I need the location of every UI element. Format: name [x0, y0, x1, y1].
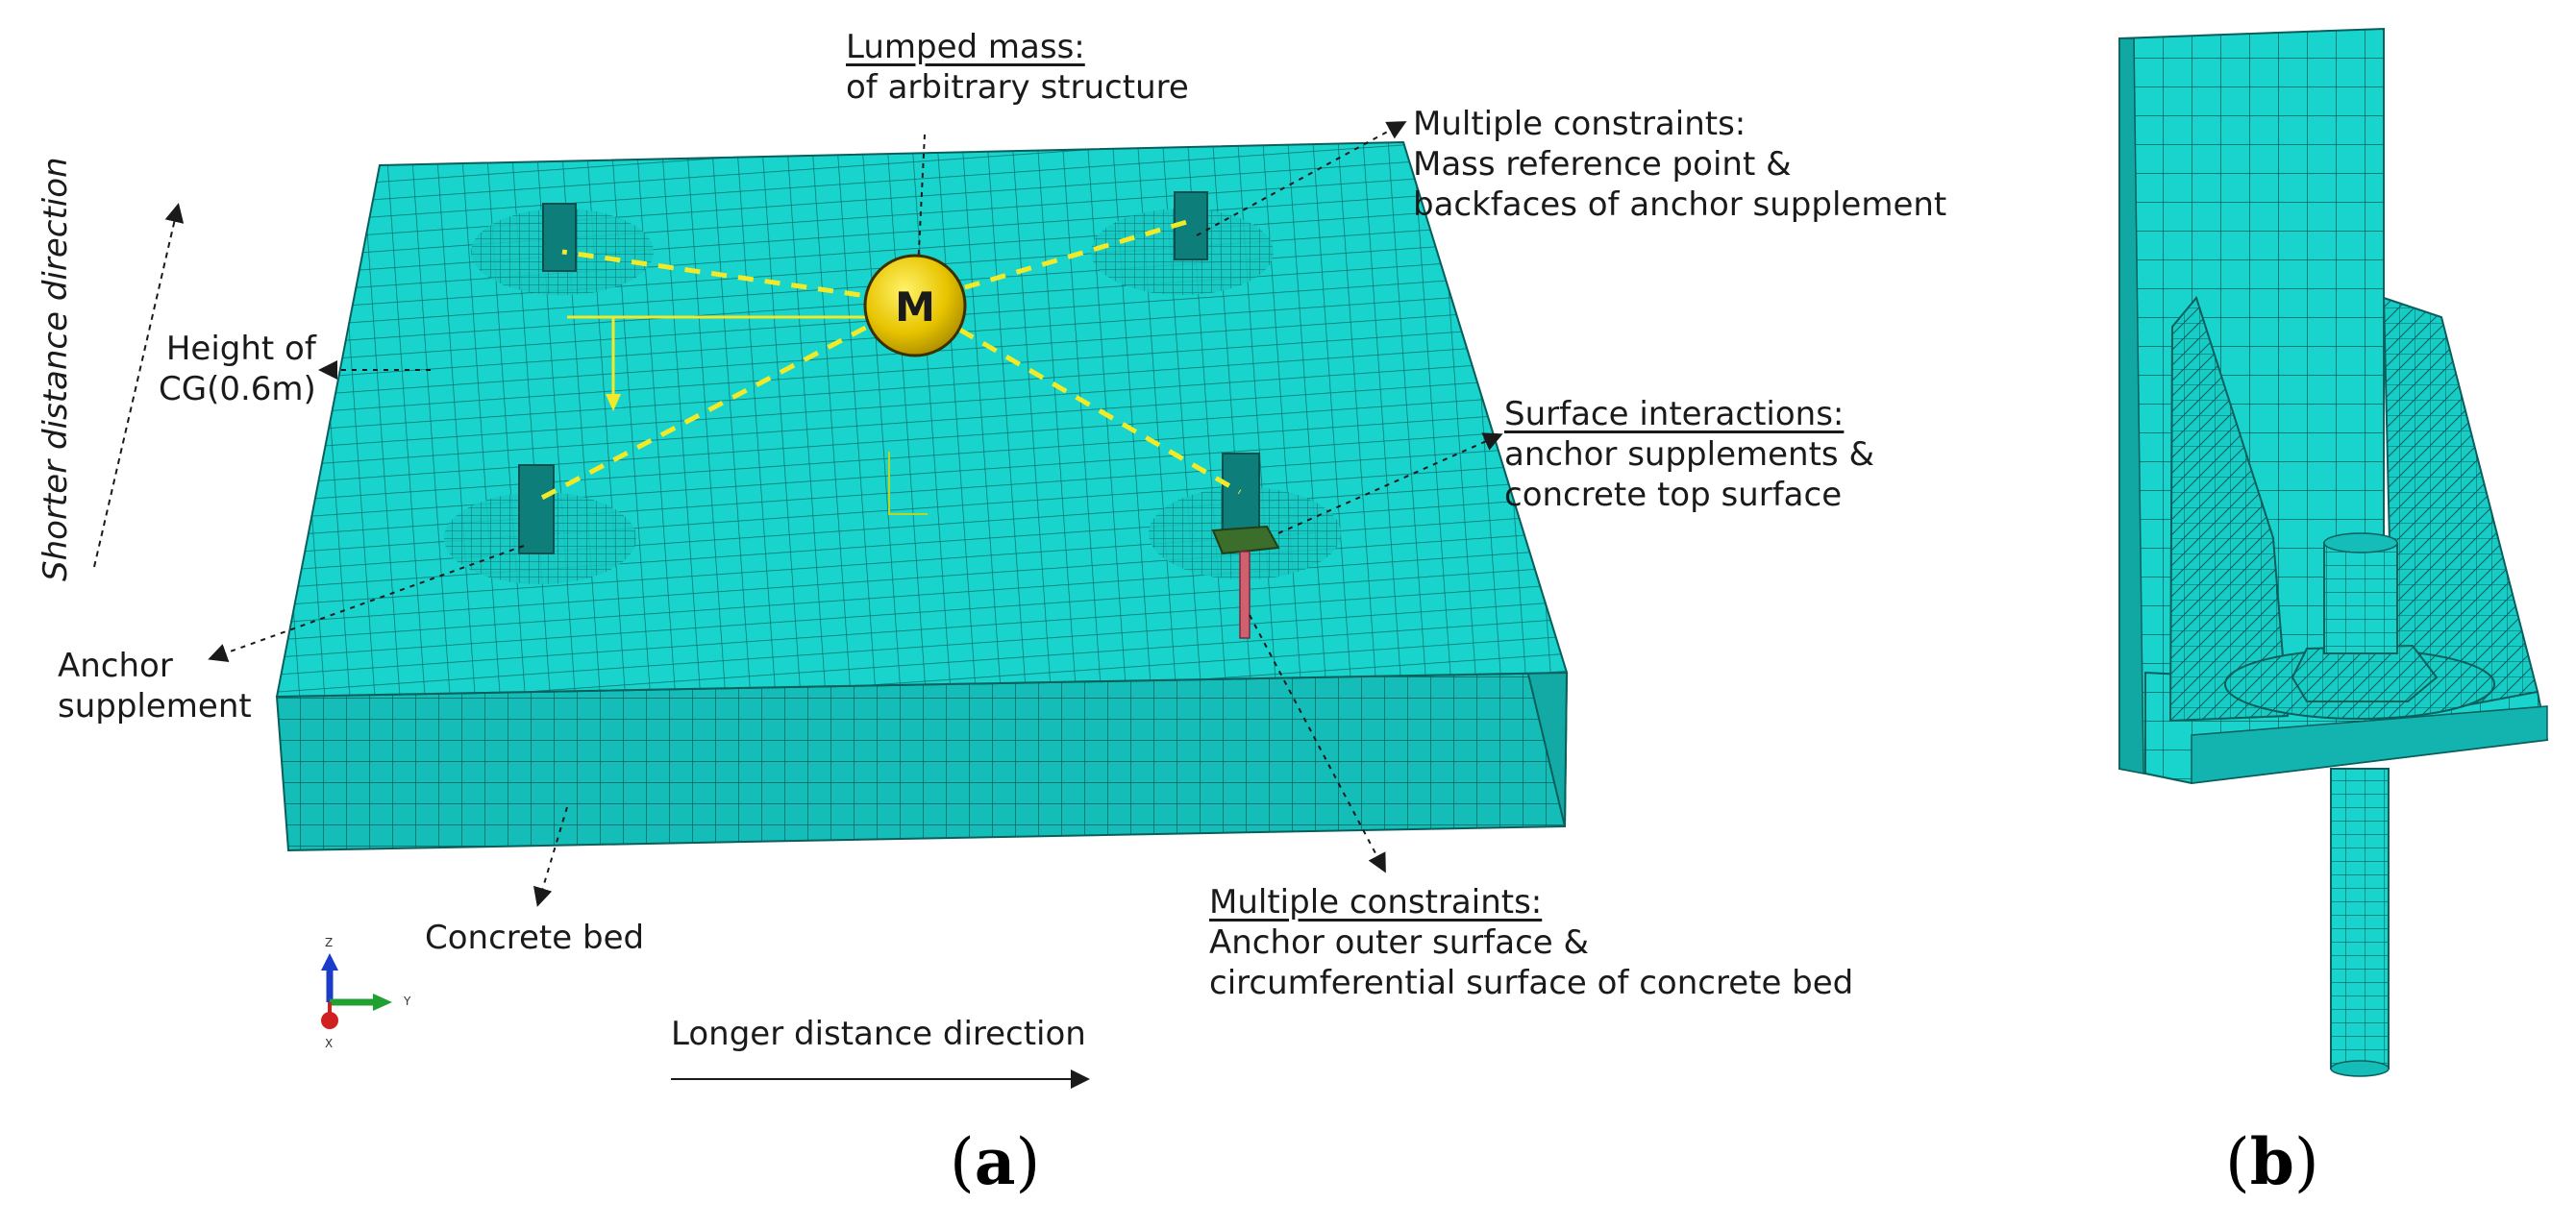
lumped-mass-desc: of arbitrary structure — [846, 68, 1189, 107]
caption-b-letter: b — [2249, 1124, 2294, 1199]
anchor-base-plate — [1211, 525, 1280, 555]
anchor-supplement-line2: supplement — [58, 687, 252, 725]
shorter-direction-label: Shorter distance direction — [37, 157, 75, 581]
surface-interactions-label: Surface interactions: anchor supplements… — [1504, 394, 1874, 515]
caption-a-letter: a — [974, 1124, 1016, 1199]
height-cg-line2: CG(0.6m) — [159, 370, 316, 408]
anchor-supplement-line1: Anchor — [58, 647, 173, 685]
stiffener-rib-left — [2168, 295, 2290, 723]
caption-b: (b) — [2225, 1124, 2319, 1199]
height-cg-label: Height of CG(0.6m) — [159, 329, 316, 409]
height-cg-line1: Height of — [165, 330, 316, 368]
bracket-base-front — [2191, 705, 2548, 784]
surface-interactions-line2: anchor supplements & — [1504, 435, 1874, 474]
triad-y-label: Y — [403, 995, 411, 1008]
cg-height-arrowhead — [606, 394, 621, 411]
triad-z-label: Z — [325, 936, 333, 949]
triad-x-label: X — [325, 1037, 333, 1050]
anchor-supplement-block — [542, 203, 577, 272]
local-axis-marker — [888, 452, 928, 515]
constraints-top-line2: Mass reference point & — [1413, 145, 1792, 184]
bolt-top — [2323, 542, 2398, 654]
anchor-rod-lower — [2330, 768, 2390, 1069]
lumped-mass-title: Lumped mass: — [846, 28, 1085, 66]
longer-direction-label: Longer distance direction — [671, 1015, 1086, 1053]
bolt-top-cap — [2323, 532, 2398, 553]
surface-interactions-title: Surface interactions: — [1504, 395, 1845, 433]
leader-lines — [208, 121, 1503, 907]
bolt-nut — [2291, 644, 2439, 702]
constraints-top-title: Multiple constraints: — [1413, 105, 1746, 143]
concrete-bed-front-face — [275, 671, 1569, 852]
lumped-mass-label: Lumped mass: of arbitrary structure — [846, 27, 1189, 108]
concrete-bed-label: Concrete bed — [425, 919, 645, 957]
anchor-supplement-block — [1222, 453, 1260, 531]
panel-b — [2118, 27, 2549, 1077]
panel-a: M Z Y X — [93, 121, 1569, 1089]
anchor-supplement-label: Anchor supplement — [58, 646, 252, 726]
constraint-lines — [536, 218, 1242, 503]
caption-a: (a) — [950, 1124, 1041, 1199]
shorter-direction-arrow — [93, 203, 185, 568]
coordinate-triad: Z Y X — [321, 936, 411, 1050]
mass-vertical-line — [917, 134, 926, 270]
constraints-bottom-title: Multiple constraints: — [1209, 883, 1543, 922]
anchor-supplement-block — [518, 464, 555, 554]
constraints-bottom-line2: Anchor outer surface & — [1209, 923, 1590, 962]
constraints-bottom-line3: circumferential surface of concrete bed — [1209, 964, 1854, 1002]
surface-interactions-line3: concrete top surface — [1504, 476, 1843, 514]
concrete-bed-top-face — [275, 140, 1569, 699]
mass-symbol: M — [895, 283, 935, 331]
constraints-top-line3: backfaces of anchor supplement — [1413, 185, 1947, 224]
anchor-rod-end — [2330, 1060, 2390, 1077]
anchor-rod — [1239, 551, 1251, 639]
multiple-constraints-bottom-label: Multiple constraints: Anchor outer surfa… — [1209, 882, 1853, 1003]
multiple-constraints-top-label: Multiple constraints: Mass reference poi… — [1413, 104, 1946, 225]
lumped-mass-sphere — [863, 254, 967, 357]
bracket-plate-edge — [2118, 37, 2144, 774]
